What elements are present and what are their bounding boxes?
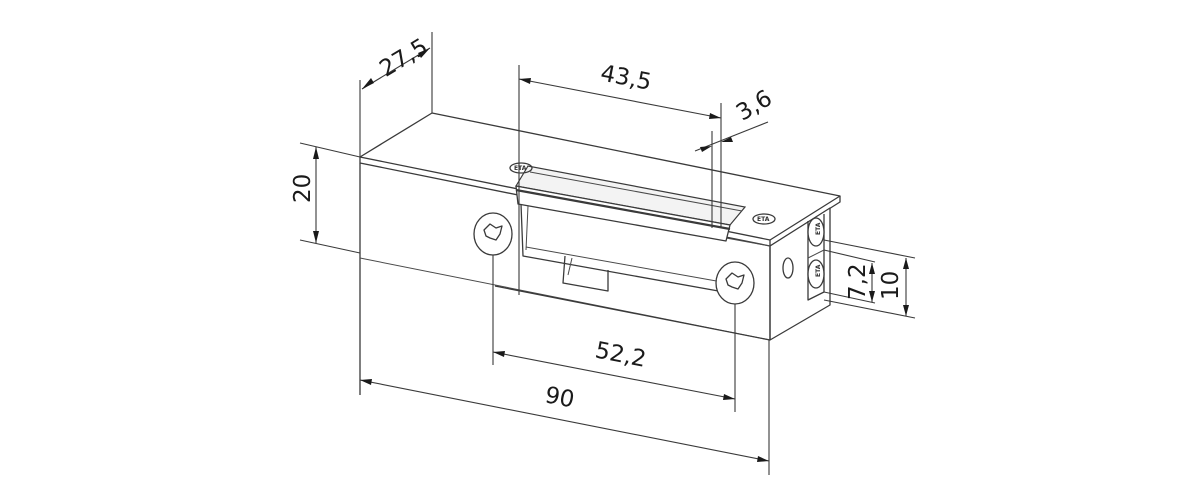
- top-plate-markings: ETA ETA: [509, 162, 776, 225]
- terminal-screw-bottom: [807, 259, 825, 289]
- dim-height-label: 20: [290, 174, 316, 203]
- mounting-screw-left: [473, 212, 513, 256]
- terminal-block: ETA ETA: [782, 214, 825, 301]
- terminal-top-mark: ETA: [815, 222, 822, 235]
- dim-screw-spacing-label: 52,2: [593, 337, 648, 372]
- dim-latch-length-label: 43,5: [598, 61, 653, 96]
- marking-oval-left: [509, 162, 533, 174]
- marking-left-text: ETA: [514, 165, 527, 172]
- dim-terminal-heights: 7,2 10: [823, 239, 916, 319]
- dim-terminal-outer-label: 10: [878, 271, 904, 300]
- mounting-screw-right: [715, 261, 755, 305]
- terminal-bottom-mark: ETA: [815, 264, 822, 277]
- dim-screw-spacing: 52,2: [492, 255, 736, 412]
- cable-hole: [782, 257, 794, 279]
- dim-total-length-label: 90: [543, 382, 577, 413]
- dim-depth-label: 27,5: [375, 34, 432, 83]
- marking-right-text: ETA: [757, 216, 770, 223]
- dim-total-length: 90: [359, 340, 770, 475]
- terminal-screw-top: [807, 217, 825, 247]
- dim-terminal-inner-label: 7,2: [845, 263, 871, 300]
- dim-height: 20: [290, 142, 361, 254]
- marking-oval-right: [752, 213, 776, 225]
- dim-latch-offset-label: 3,6: [732, 85, 777, 126]
